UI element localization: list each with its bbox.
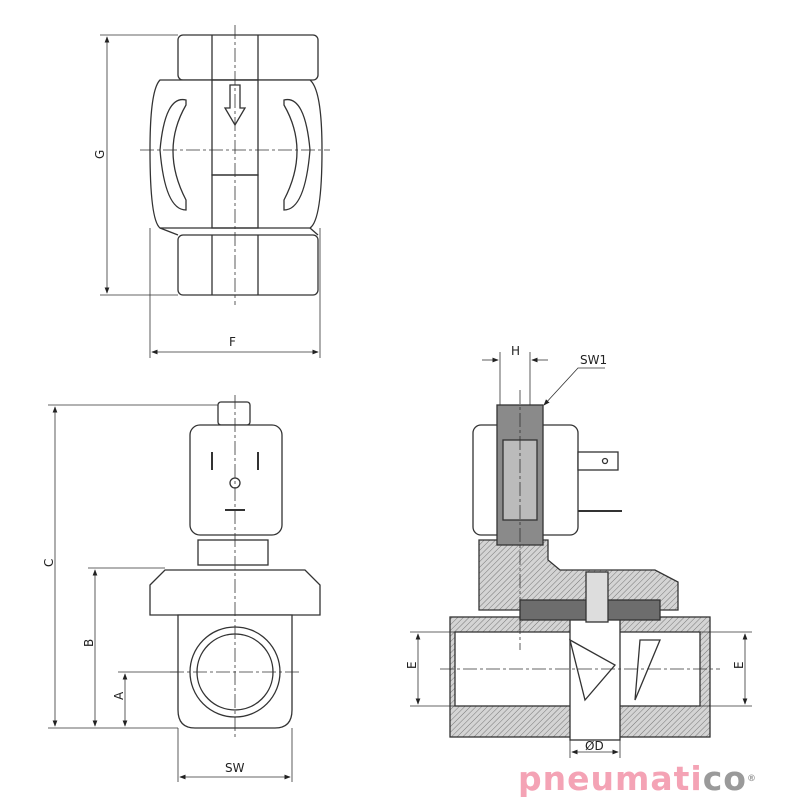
- dim-label-b: B: [82, 639, 96, 647]
- front-view: [100, 25, 330, 358]
- dim-label-g: G: [93, 150, 107, 159]
- dim-label-od: ØD: [585, 739, 604, 753]
- dim-label-c: C: [42, 559, 56, 567]
- section-view: [410, 352, 752, 758]
- flow-arrow-icon: [223, 84, 247, 127]
- dim-label-h: H: [511, 344, 520, 358]
- registered-mark: ®: [746, 774, 757, 784]
- dim-label-f: F: [229, 335, 236, 349]
- dim-label-sw: SW: [225, 761, 245, 775]
- dim-label-e-left: E: [405, 661, 419, 669]
- logo-text-main: pneumati: [518, 759, 703, 798]
- side-view: [48, 395, 321, 782]
- pneumatico-logo: pneumatico®: [518, 762, 757, 796]
- logo-text-end: co: [702, 759, 747, 798]
- dim-label-sw1: SW1: [580, 353, 607, 367]
- dim-label-e-right: E: [732, 661, 746, 669]
- dim-label-a: A: [112, 691, 126, 700]
